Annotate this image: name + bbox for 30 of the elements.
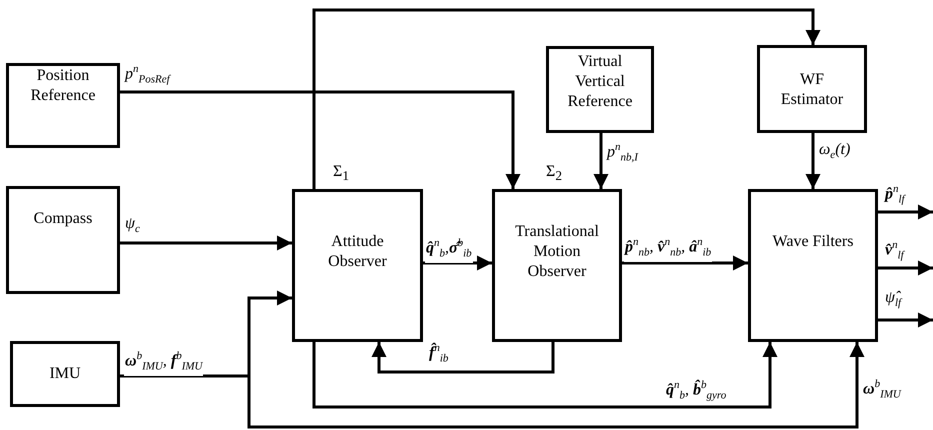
block-label: Translational Motion Observer [514,222,600,282]
arrow [878,312,933,328]
block-box [6,186,120,294]
arrow [594,133,608,189]
subsystem-label: Σ$_{2}$ [546,163,562,186]
block-label: Position Reference [30,66,96,106]
arrow [312,8,820,189]
block-label: Attitude Observer [327,232,388,272]
arrow [120,90,520,189]
block-label: WF Estimator [780,70,844,110]
block-box [10,341,120,407]
arrow [878,204,933,220]
block-label: IMU [48,364,82,384]
arrow [423,256,492,270]
arrow [372,342,554,374]
subsystem-label: Σ$_{1}$ [333,163,349,186]
block-box [292,189,423,342]
block-box [748,189,878,342]
block-box [757,45,867,133]
block-label: Virtual Vertical Reference [566,52,634,112]
block-box [492,189,622,342]
block-label: Compass [32,209,94,229]
arrow [312,342,778,408]
arrow [120,236,292,250]
block-box [546,46,654,133]
arrow [622,256,748,270]
arrow [806,133,820,189]
block-box [6,63,120,148]
block-label: Wave Filters [772,232,854,252]
arrow [878,260,933,276]
